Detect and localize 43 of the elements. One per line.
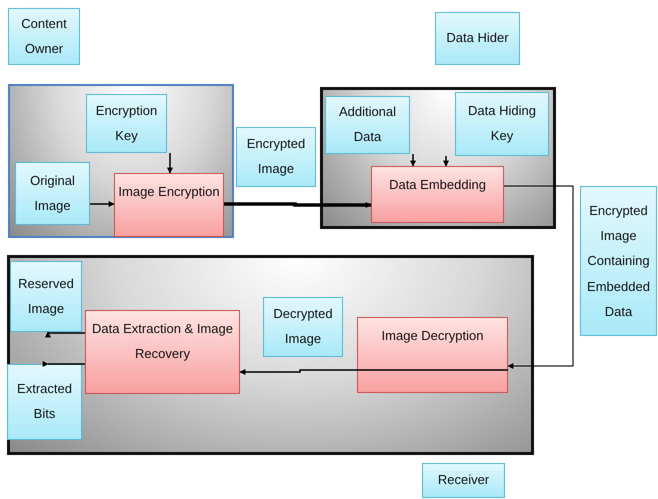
box-label: Reserved Image <box>17 274 75 318</box>
box-label: Receiver <box>436 471 490 490</box>
box-label: Encrypted Image Containing Embedded Data <box>586 202 651 322</box>
group-panel <box>8 84 234 238</box>
box-label: Image Decryption <box>380 327 484 345</box>
arrow <box>167 153 173 174</box>
label-box <box>10 261 82 332</box>
box-label: Image Encryption <box>117 183 221 201</box>
label-box <box>86 94 167 153</box>
arrow <box>45 331 85 338</box>
box-label: Encrypted Image <box>246 135 306 178</box>
label-box <box>15 162 90 225</box>
arrow <box>443 156 449 167</box>
label-box <box>325 96 410 154</box>
arrow <box>224 202 372 208</box>
process-box <box>357 317 508 393</box>
label-box <box>7 364 82 440</box>
arrow <box>90 201 115 207</box>
process-box <box>114 173 224 237</box>
label-box <box>263 297 343 357</box>
arrow <box>504 186 574 369</box>
label-box <box>8 8 80 65</box>
box-label: Data Embedding <box>388 176 487 194</box>
box-label: Extracted Bits <box>16 380 73 423</box>
label-box <box>455 92 549 156</box>
box-label: Additional Data <box>338 103 398 146</box>
box-label: Original Image <box>29 172 76 215</box>
box-label: Content Owner <box>20 14 68 58</box>
process-box <box>371 166 504 223</box>
process-box <box>85 310 240 394</box>
label-box <box>236 127 316 187</box>
group-panel <box>7 255 534 455</box>
arrow <box>239 369 508 375</box>
label-box <box>435 12 520 65</box>
arrow <box>410 154 416 167</box>
box-label: Encryption Key <box>94 102 158 145</box>
box-label: Decrypted Image <box>272 305 334 348</box>
label-box <box>422 463 505 498</box>
box-label: Data Hiding Key <box>467 102 537 145</box>
group-panel <box>320 87 556 229</box>
box-label: Data Extraction & Image Recovery <box>91 320 234 363</box>
box-label: Data Hider <box>445 29 510 48</box>
label-box <box>580 186 657 336</box>
